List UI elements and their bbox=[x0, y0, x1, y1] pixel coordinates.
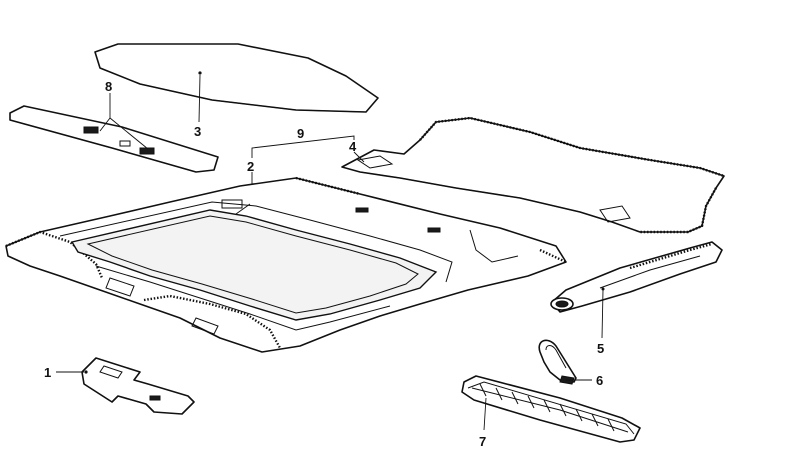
callout-6: 6 bbox=[596, 373, 603, 388]
clip bbox=[538, 339, 577, 385]
leader-8b bbox=[109, 117, 149, 150]
callout-labels: 1 2 3 4 5 6 7 8 9 bbox=[44, 79, 604, 449]
leader-lines bbox=[56, 74, 604, 431]
vent-grille bbox=[461, 375, 641, 443]
leader-3 bbox=[198, 74, 201, 123]
strip-panel bbox=[9, 105, 219, 173]
trim-roll bbox=[550, 241, 723, 313]
callout-9: 9 bbox=[297, 126, 304, 141]
headliner bbox=[5, 176, 567, 353]
leader-7 bbox=[483, 397, 487, 431]
leader-4 bbox=[353, 151, 365, 163]
leader-5 bbox=[601, 289, 604, 339]
callout-3: 3 bbox=[194, 124, 201, 139]
sunroof-panel bbox=[94, 43, 379, 113]
callout-2: 2 bbox=[247, 159, 254, 174]
bracket bbox=[81, 357, 195, 415]
leader-9 bbox=[251, 135, 355, 158]
callout-5: 5 bbox=[597, 341, 604, 356]
callout-1: 1 bbox=[44, 365, 51, 380]
callout-8: 8 bbox=[105, 79, 112, 94]
rear-headliner bbox=[341, 116, 725, 234]
leader-8a bbox=[99, 117, 111, 132]
callout-7: 7 bbox=[479, 434, 486, 449]
callout-4: 4 bbox=[349, 139, 357, 154]
